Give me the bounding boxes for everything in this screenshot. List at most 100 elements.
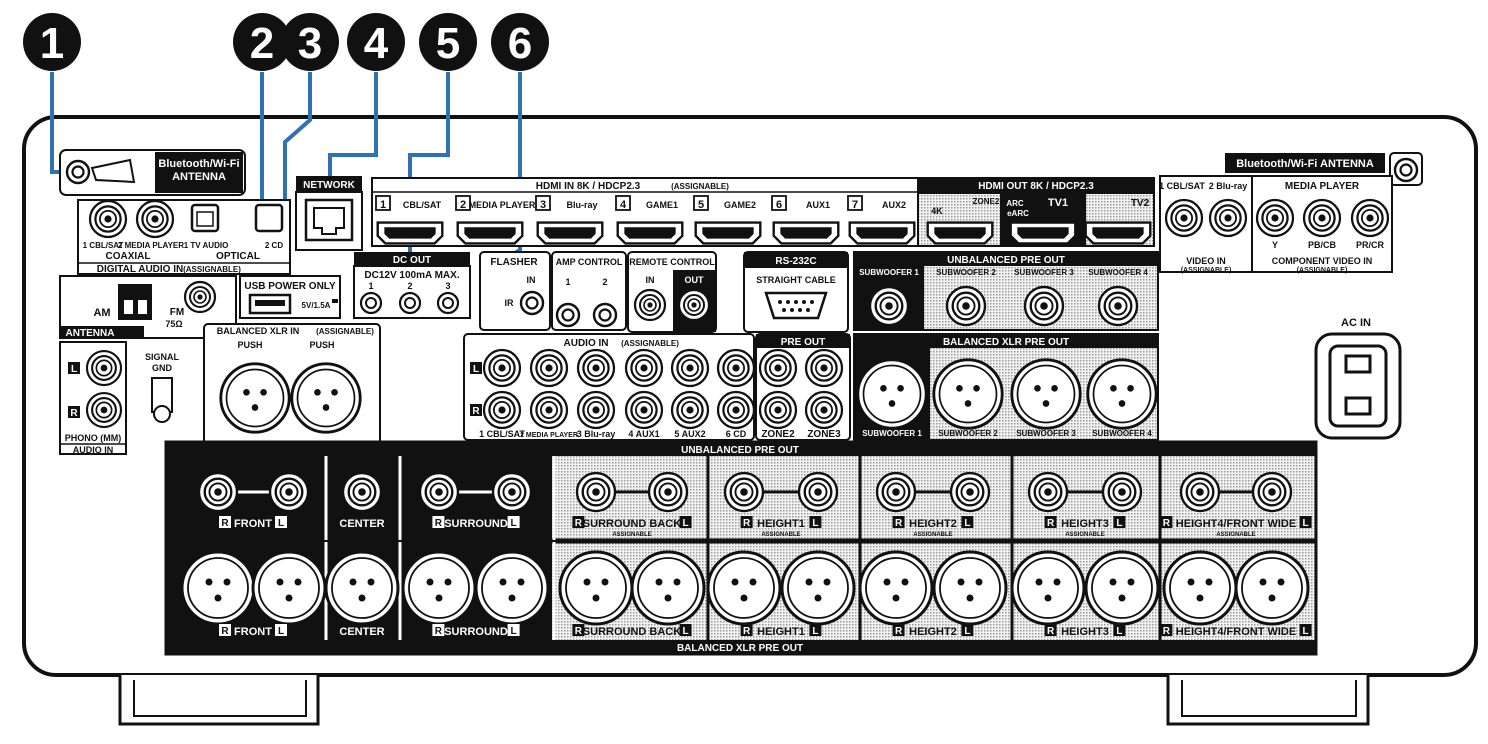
ac-in-label: AC IN [1341, 317, 1371, 329]
remote-out-jack-icon [677, 288, 711, 322]
ch1-bal-jack-l-icon [251, 550, 327, 626]
ch4-unbal-l-mark: L [683, 518, 689, 529]
callout-badge [491, 13, 549, 71]
zone2-jack-r-icon [758, 390, 798, 430]
ch8-unbal-r-mark-box [1160, 516, 1173, 528]
hdmi-in-number-7: 7 [852, 199, 858, 211]
rs232-pin [794, 300, 798, 304]
unbal-sub-jack-1-icon [868, 285, 910, 327]
zone2-jack-l-icon [758, 348, 798, 388]
rs232-pin [782, 308, 786, 312]
ch6-bal-l-mark-box [961, 624, 974, 636]
ch6-bal-jack-r-icon [858, 550, 934, 626]
ch3-unbal-label: SURROUND [444, 518, 508, 530]
callout-number: 4 [364, 19, 389, 68]
bt-antenna-right-connector-icon [1393, 157, 1419, 183]
ch2-unbal-label: CENTER [339, 518, 384, 530]
hdmi-in-number-box [615, 195, 631, 211]
remote-out-label: OUT [685, 275, 705, 285]
hdmi-in-number-box [375, 195, 391, 211]
callout-leader [328, 72, 378, 178]
zone3-label: ZONE3 [807, 429, 841, 440]
bal-sub-label-1: SUBWOOFER 1 [862, 429, 922, 438]
ch8-unbal-jack-l-icon [1251, 471, 1293, 513]
ch5-bal-r-mark: R [743, 626, 751, 637]
ch1-bal-jack-r-icon [180, 550, 256, 626]
audio-in-label-6: 6 CD [726, 429, 747, 439]
bal-sub-label-3: SUBWOOFER 3 [1016, 429, 1076, 438]
rs232-sub: STRAIGHT CABLE [756, 275, 836, 285]
amp-control-jack-2-icon [592, 302, 618, 328]
xlr-in-r-icon [290, 362, 362, 434]
audio-in-title: AUDIO IN [564, 338, 609, 349]
ch4-bal-l-mark: L [683, 626, 689, 637]
video-in-label-2: 2 Blu-ray [1209, 181, 1248, 191]
pre-out-title: PRE OUT [781, 337, 825, 348]
audio-in-assignable: (ASSIGNABLE) [621, 339, 679, 348]
hdmi-out-tv1: TV1 [1048, 197, 1068, 209]
fm-label: FM [170, 307, 184, 318]
ch8-unbal-assignable: ASSIGNABLE [1216, 532, 1255, 538]
ch5-unbal-label: HEIGHT1 [757, 518, 805, 530]
ch6-unbal-jack-l-icon [949, 471, 991, 513]
am-label: AM [93, 307, 110, 319]
component-jack-y-icon [1255, 198, 1295, 238]
dc-out-title-bg [354, 252, 470, 266]
zone2-label: ZONE2 [761, 429, 795, 440]
usb-spec: 5V/1.5A [302, 301, 331, 310]
hdmi-out-tv1-port-icon [1009, 221, 1077, 245]
audio-in-jack-l-5-icon [670, 348, 710, 388]
unbal-sub-label-1: SUBWOOFER 1 [859, 268, 919, 277]
phono-r-mark: R [70, 408, 78, 419]
ch6-unbal-jack-r-icon [875, 471, 917, 513]
callout-badge [419, 13, 477, 71]
phono-jack-l-icon [85, 349, 123, 387]
callout-number: 3 [298, 19, 322, 68]
ch3-bal-jack-l-icon [474, 550, 550, 626]
digital-label-3: 1 TV AUDIO [184, 241, 229, 250]
bal-sub-label-2: SUBWOOFER 2 [938, 429, 998, 438]
ch3-bal-r-mark-box [432, 624, 445, 636]
network-label: NETWORK [303, 180, 355, 191]
fm-jack-icon [183, 280, 217, 314]
component-head: MEDIA PLAYER [1285, 181, 1360, 192]
ch1-unbal-l-mark-box [275, 516, 287, 528]
ch6-unbal-l-mark: L [964, 518, 970, 529]
remote-in-jack-icon [633, 288, 667, 322]
ch4-unbal-jack-l-icon [647, 471, 689, 513]
hdmi-in-name-4: GAME1 [646, 200, 678, 210]
rs232-pin [786, 300, 790, 304]
component-label-y: Y [1272, 240, 1278, 250]
phono-sub: AUDIO IN [73, 445, 114, 455]
bt-antenna-left-line1: Bluetooth/Wi-Fi [158, 158, 239, 170]
network-label-bg [296, 176, 362, 192]
audio-in-r-mark: R [472, 406, 480, 417]
dc-out-title: DC OUT [393, 255, 431, 266]
hdmi-in-number-box [455, 195, 471, 211]
dc-out-jack-3-icon [436, 291, 460, 315]
ch6-bal-jack-l-icon [932, 550, 1008, 626]
rs232-pin [778, 300, 782, 304]
flasher-in-label: IN [527, 275, 536, 285]
digital-assignable-label: (ASSIGNABLE) [183, 265, 241, 274]
audio-in-jack-l-2-icon [529, 348, 569, 388]
ch6-bal-l-mark: L [964, 626, 970, 637]
ch7-unbal-l-mark-box [1113, 516, 1126, 528]
hdmi-out-earc: eARC [1007, 209, 1029, 218]
ch8-unbal-label: HEIGHT4/FRONT WIDE [1176, 518, 1296, 530]
antenna-title-bg [60, 326, 144, 338]
hdmi-in-name-6: AUX1 [806, 200, 830, 210]
hdmi-out-title: HDMI OUT 8K / HDCP2.3 [978, 181, 1094, 192]
audio-in-r-mark-box [470, 404, 482, 416]
ch5-unbal-assignable: ASSIGNABLE [761, 532, 800, 538]
ch7-bal-jack-l-icon [1084, 550, 1160, 626]
audio-in-jack-r-6-icon [716, 390, 756, 430]
ch8-bal-jack-r-icon [1162, 550, 1238, 626]
ch8-bal-label: HEIGHT4/FRONT WIDE [1176, 626, 1296, 638]
coaxial-jack-1-icon [88, 199, 128, 239]
ch7-unbal-r-mark: R [1047, 518, 1055, 529]
hdmi-out-title-bg [918, 178, 1154, 194]
amp-control-label-2: 2 [602, 277, 607, 287]
hdmi-out-tv2: TV2 [1131, 198, 1150, 209]
